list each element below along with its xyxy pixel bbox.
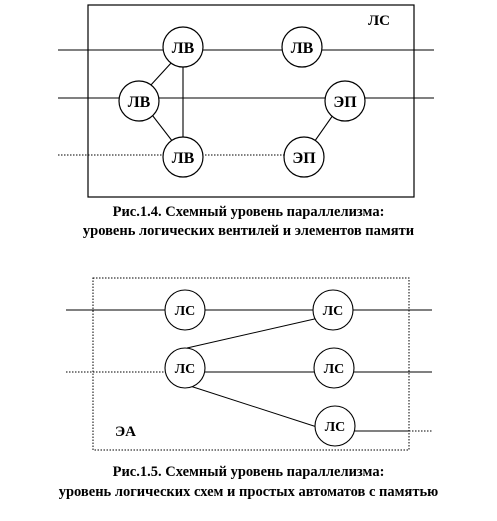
svg-text:ЛВ: ЛВ	[128, 94, 151, 111]
ls-frame-label: ЛС	[368, 13, 390, 29]
node-ep-bottom-right: ЭП	[283, 136, 325, 178]
node-lv-top-right: ЛВ	[281, 26, 323, 68]
node-ls-mid-right: ЛС	[313, 347, 355, 389]
svg-text:ЛС: ЛС	[325, 420, 346, 435]
figure-1-5-caption-line1: Рис.1.5. Схемный уровень параллелизма:	[112, 464, 385, 480]
figure-1-4-caption-line1: Рис.1.4. Схемный уровень параллелизма:	[112, 204, 385, 220]
svg-text:ЭП: ЭП	[292, 150, 316, 167]
svg-text:ЛС: ЛС	[323, 304, 344, 319]
svg-text:ЛС: ЛС	[175, 362, 196, 377]
node-ls-top-left: ЛС	[164, 289, 206, 331]
svg-text:ЛВ: ЛВ	[172, 40, 195, 57]
node-ls-top-right: ЛС	[312, 289, 354, 331]
node-ls-mid-left: ЛС	[164, 347, 206, 389]
node-lv-bottom: ЛВ	[162, 136, 204, 178]
node-ep-mid-right: ЭП	[324, 80, 366, 122]
svg-text:ЛВ: ЛВ	[172, 150, 195, 167]
svg-text:ЛВ: ЛВ	[291, 40, 314, 57]
node-ls-bottom-right: ЛС	[314, 405, 356, 447]
figure-1-5: ЭА ЛС ЛС ЛС ЛС ЛС	[66, 277, 432, 451]
svg-text:ЛС: ЛС	[175, 304, 196, 319]
figure-1-4-caption-line2: уровень логических вентилей и элементов …	[82, 223, 415, 239]
node-lv-top-left: ЛВ	[162, 26, 204, 68]
edge-ls-mid-to-ls-bottom	[186, 384, 321, 429]
svg-text:ЭП: ЭП	[333, 94, 357, 111]
ea-frame-label: ЭА	[115, 424, 136, 440]
figure-1-4: ЛС ЛВ ЛВ ЛВ ЭП ЛВ	[58, 4, 434, 198]
node-lv-mid-left: ЛВ	[118, 80, 160, 122]
figure-1-5-caption-line2: уровень логических схем и простых автома…	[58, 484, 439, 500]
edge-ls-mid-to-ls-top-right	[186, 314, 333, 349]
svg-text:ЛС: ЛС	[324, 362, 345, 377]
ls-frame	[87, 4, 415, 198]
ea-frame	[92, 277, 410, 451]
